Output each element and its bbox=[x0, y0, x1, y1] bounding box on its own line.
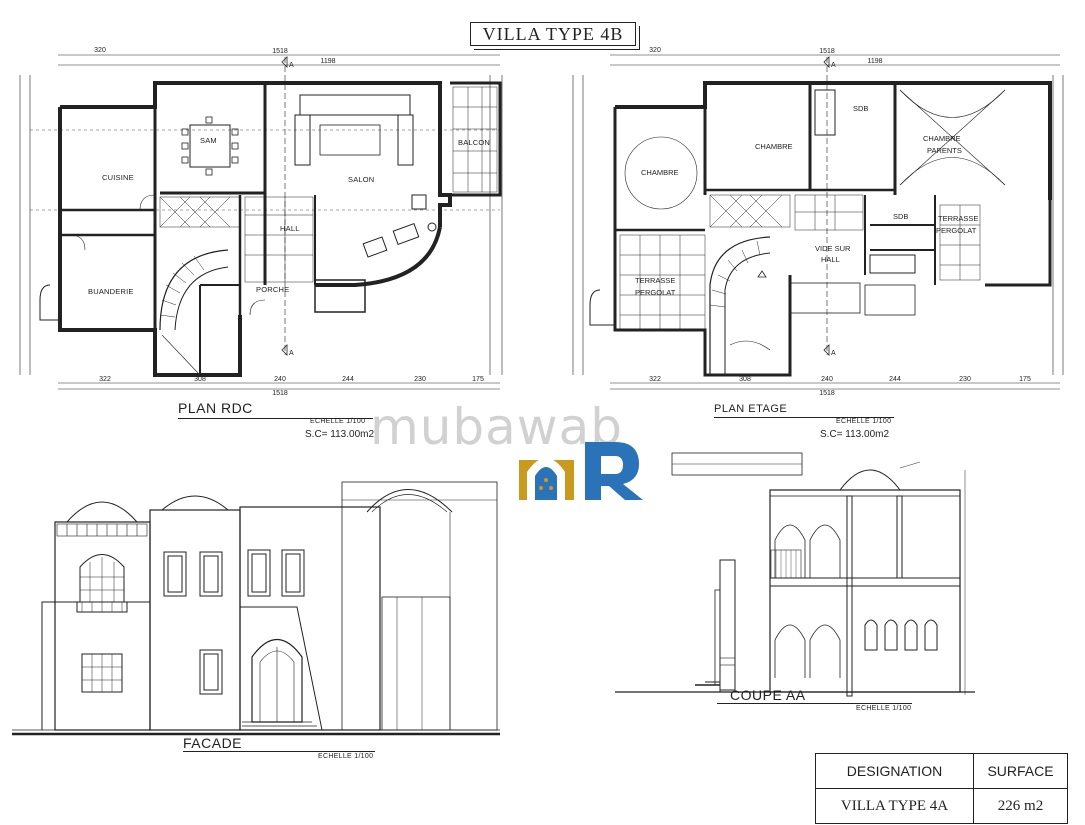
table-cell-surface: 226 m2 bbox=[973, 788, 1068, 824]
room-terrasse-2-a: TERRASSE bbox=[938, 214, 978, 223]
etage-dim-top-right: 1198 bbox=[867, 58, 882, 65]
plan-rdc-scale: ECHELLE 1/100 bbox=[310, 418, 366, 425]
dim-top-total: 1518 bbox=[272, 48, 288, 55]
table-cell-designation: VILLA TYPE 4A bbox=[815, 788, 974, 824]
etage-section-marker-bottom: A bbox=[831, 350, 836, 357]
plan-etage-underline bbox=[714, 417, 894, 418]
room-sdb-2: SDB bbox=[893, 212, 908, 221]
facade-scale: ECHELLE 1/100 bbox=[318, 753, 374, 760]
etage-dim-bottom-1: 322 bbox=[649, 376, 661, 383]
dim-bottom-total: 1518 bbox=[272, 390, 288, 395]
room-terrasse-1-a: TERRASSE bbox=[635, 276, 675, 285]
plan-rdc-label: PLAN RDC bbox=[178, 400, 253, 416]
plan-etage-scale: ECHELLE 1/100 bbox=[836, 418, 892, 425]
room-chambre-parents-1: CHAMBRE bbox=[923, 134, 961, 143]
etage-section-marker-top: A bbox=[831, 62, 836, 69]
etage-dimension-labels: 320 1518 1198 322 308 240 244 230 175 15… bbox=[649, 47, 1031, 395]
coupe-aa-scale: ECHELLE 1/100 bbox=[856, 705, 912, 712]
room-balcon: BALCON bbox=[458, 138, 490, 147]
coupe-aa-drawing bbox=[615, 452, 975, 697]
plan-rdc-drawing: 320 1518 1198 322 308 240 244 230 175 15… bbox=[19, 47, 503, 395]
etage-dim-bottom-4: 244 bbox=[889, 376, 901, 383]
room-buanderie: BUANDERIE bbox=[88, 287, 134, 296]
facade-underline bbox=[183, 751, 375, 752]
plan-etage-drawing: 320 1518 1198 322 308 240 244 230 175 15… bbox=[572, 47, 1064, 395]
logo-mark bbox=[519, 442, 643, 500]
dim-bottom-6: 175 bbox=[472, 376, 484, 383]
room-chambre-parents-2: PARENTS bbox=[927, 146, 962, 155]
dim-top-left: 320 bbox=[94, 47, 106, 54]
rdc-dimension-labels: 320 1518 1198 322 308 240 244 230 175 15… bbox=[94, 47, 484, 395]
sheet-title: VILLA TYPE 4B bbox=[470, 22, 640, 50]
plan-rdc-surface: S.C= 113.00m2 bbox=[305, 429, 375, 440]
dim-bottom-1: 322 bbox=[99, 376, 111, 383]
etage-dim-bottom-3: 240 bbox=[821, 376, 833, 383]
room-salon: SALON bbox=[348, 175, 374, 184]
facade-drawing bbox=[12, 481, 500, 736]
coupe-aa-label: COUPE AA bbox=[730, 687, 806, 703]
coupe-aa-underline bbox=[717, 703, 912, 704]
room-porche: PORCHE bbox=[256, 285, 289, 294]
dim-top-right: 1198 bbox=[320, 58, 335, 65]
etage-dim-bottom-6: 175 bbox=[1019, 376, 1031, 383]
room-hall: HALL bbox=[280, 224, 300, 233]
plan-etage-label: PLAN ETAGE bbox=[714, 403, 788, 415]
plan-rdc-underline bbox=[178, 418, 373, 419]
room-vide-sur-hall-b: HALL bbox=[821, 255, 840, 264]
room-cuisine: CUISINE bbox=[102, 173, 134, 182]
room-terrasse-2-b: PERGOLAT bbox=[936, 226, 977, 235]
table-header-designation: DESIGNATION bbox=[815, 753, 974, 789]
section-marker-top: A bbox=[289, 62, 294, 69]
room-sdb-1: SDB bbox=[853, 104, 868, 113]
dim-bottom-5: 230 bbox=[414, 376, 426, 383]
room-vide-sur-hall-a: VIDE SUR bbox=[815, 244, 851, 253]
plan-etage-surface: S.C= 113.00m2 bbox=[820, 429, 890, 440]
room-chambre-2: CHAMBRE bbox=[755, 142, 793, 151]
room-sam: SAM bbox=[200, 136, 217, 145]
designation-table: DESIGNATION SURFACE VILLA TYPE 4A 226 m2 bbox=[815, 753, 1068, 824]
dim-bottom-2: 308 bbox=[194, 376, 206, 383]
room-chambre-1: CHAMBRE bbox=[641, 168, 679, 177]
section-marker-bottom: A bbox=[289, 350, 294, 357]
etage-dim-top-left: 320 bbox=[649, 47, 661, 54]
watermark-text: mubawab bbox=[370, 398, 624, 456]
dim-bottom-3: 240 bbox=[274, 376, 286, 383]
etage-dim-bottom-total: 1518 bbox=[819, 390, 835, 395]
table-header-surface: SURFACE bbox=[973, 753, 1068, 789]
room-terrasse-1-b: PERGOLAT bbox=[635, 288, 676, 297]
etage-dim-top-total: 1518 bbox=[819, 48, 835, 55]
etage-dim-bottom-2: 308 bbox=[739, 376, 751, 383]
dim-bottom-4: 244 bbox=[342, 376, 354, 383]
etage-dim-bottom-5: 230 bbox=[959, 376, 971, 383]
facade-label: FACADE bbox=[183, 735, 243, 751]
